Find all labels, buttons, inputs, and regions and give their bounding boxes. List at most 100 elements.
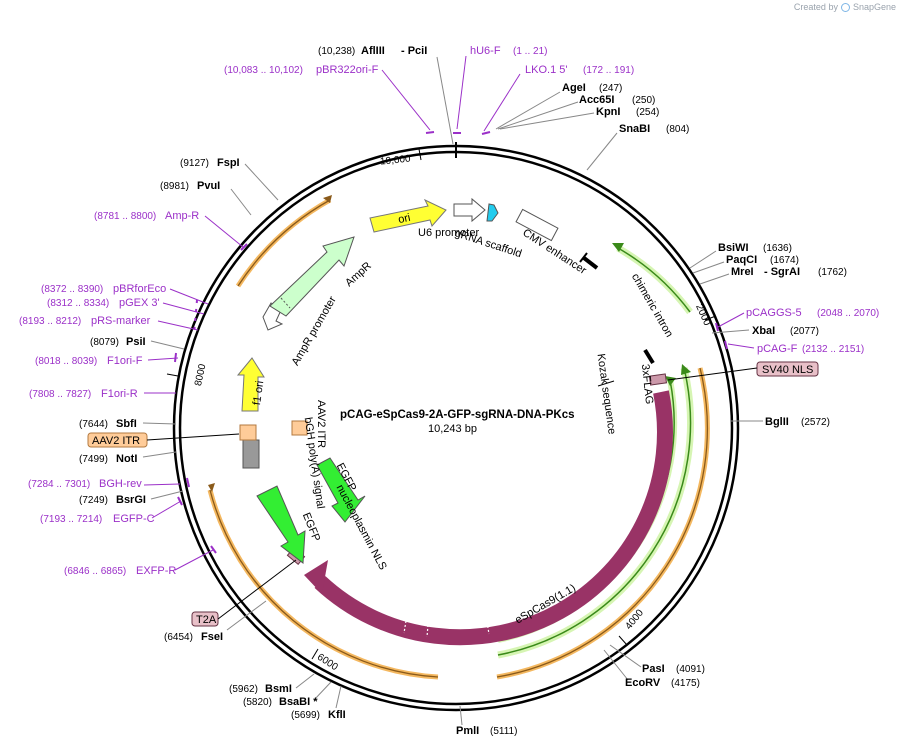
- pvui-label: PvuI: [197, 180, 220, 192]
- pcags5-position: (2048 .. 2070): [817, 308, 879, 319]
- fspi-position: (9127): [180, 158, 209, 169]
- sv40-leader: [667, 367, 758, 381]
- kfli-label: KflI: [328, 709, 346, 721]
- exfp-label: EXFP-R: [136, 565, 176, 577]
- pgex-position: (8312 .. 8334): [47, 298, 109, 309]
- pcags5-mark: [715, 322, 719, 332]
- orange-arc-left-arrow: [323, 195, 332, 203]
- egfpc-position: (7193 .. 7214): [40, 514, 102, 525]
- ampr-label: AmpR: [343, 260, 374, 289]
- afliii-position: (10,238): [318, 46, 355, 57]
- aav2-itr-outer-leader: [146, 433, 240, 441]
- prs-label: pRS-marker: [91, 315, 151, 327]
- sbfi-leader: [142, 422, 177, 425]
- xbai-leader: [711, 329, 750, 334]
- bgh-primer-mark: [186, 477, 190, 488]
- ampr-primer-position: (8781 .. 8800): [94, 211, 156, 222]
- orange-arc-bottom-arrow: [208, 483, 215, 492]
- agei-leader: [495, 91, 561, 130]
- t2a-leader: [217, 559, 297, 620]
- ampr-promoter-label: AmpR promoter: [290, 294, 339, 368]
- paqci-label: PaqCI: [726, 254, 757, 266]
- orange-arc-left-line: [237, 199, 331, 287]
- ampr-arrow: [269, 236, 355, 317]
- sv40-nls-tag: [756, 361, 819, 377]
- grna-scaffold-label: gRNA scaffold: [453, 227, 523, 260]
- aav2-itr-inner-box: [291, 420, 308, 436]
- exfp-mark: [210, 545, 217, 554]
- ecorv-position: (4175): [671, 678, 700, 689]
- afliii-label: AflIII: [361, 45, 385, 57]
- itr-orange-box: [239, 424, 257, 441]
- mrei-position: (1762): [818, 267, 847, 278]
- lko-label: LKO.1 5': [525, 64, 567, 76]
- hu6f-label: hU6-F: [470, 45, 501, 57]
- pbrfor-position: (8372 .. 8390): [41, 284, 103, 295]
- bgh-primer-label: BGH-rev: [99, 478, 142, 490]
- fsei-position: (6454): [164, 632, 193, 643]
- tick-8000: [166, 373, 179, 377]
- lko-leader: [483, 73, 521, 132]
- created-by-text: Created by: [793, 2, 838, 12]
- aav2-itr-inner-label: AAV2 ITR: [315, 400, 327, 448]
- tick-6000: [311, 648, 319, 660]
- nucleoplasmin-nls-label: nucleoplasmin NLS: [334, 483, 389, 572]
- cmv-enhancer-box: [515, 208, 559, 242]
- f1r-position: (7808 .. 7827): [29, 389, 91, 400]
- pcagf-position: (2132 .. 2151): [802, 344, 864, 355]
- pbr-label: pBR322ori-F: [316, 64, 379, 76]
- bsabi-label: BsaBI *: [279, 696, 318, 708]
- tick-label-10000: 10,000: [380, 153, 412, 167]
- snapgene-credit: Created by SnapGene: [794, 2, 896, 12]
- pvui-leader: [230, 188, 252, 216]
- t2a-label: T2A: [196, 614, 217, 626]
- egfpc-leader: [151, 500, 182, 519]
- orange-arc-right-line: [496, 367, 708, 678]
- lko-mark: [481, 131, 491, 135]
- fsei-label: FseI: [201, 631, 223, 643]
- cas9-arc: [314, 390, 673, 646]
- pbr-mark: [425, 131, 435, 134]
- f1f-position: (8018 .. 8039): [35, 356, 97, 367]
- ecorv-label: EcoRV: [625, 677, 661, 689]
- pmli-leader: [459, 705, 463, 726]
- egfpc-label: EGFP-C: [113, 513, 155, 525]
- pcags5-leader: [717, 312, 745, 328]
- snabi-label: SnaBI: [619, 123, 650, 135]
- kfli-leader: [335, 685, 342, 709]
- kpni-leader: [499, 112, 595, 130]
- kozak-leader: [597, 380, 615, 387]
- egfp-outer-arc-top-line: [617, 247, 691, 313]
- pcagf-mark: [724, 340, 728, 350]
- ampr-primer-leader: [204, 215, 244, 248]
- egfp-outer-arc-top-arrow: [612, 243, 624, 252]
- sbfi-label: SbfI: [116, 418, 137, 430]
- egfp-left-arrow: [256, 485, 306, 564]
- f1f-mark: [174, 352, 177, 363]
- f1f-leader: [147, 357, 179, 361]
- ori-label: ori: [397, 212, 411, 226]
- bglii-label: BglII: [765, 416, 789, 428]
- grna-scaffold-arrow: [486, 203, 499, 222]
- f1f-label: F1ori-F: [107, 355, 143, 367]
- snabi-position: (804): [666, 124, 689, 135]
- sv40-nls-label: SV40 NLS: [762, 364, 813, 376]
- orange-arc-bottom-line: [209, 489, 439, 678]
- chimeric-intron-bar: [582, 256, 599, 270]
- bsiwi-leader: [689, 250, 717, 269]
- bsrgi-position: (7249): [79, 495, 108, 506]
- xbai-position: (2077): [790, 326, 819, 337]
- noti-label: NotI: [116, 453, 137, 465]
- pasi-leader: [609, 644, 642, 668]
- f1r-label: F1ori-R: [101, 388, 138, 400]
- noti-position: (7499): [79, 454, 108, 465]
- bglii-position: (2572): [801, 417, 830, 428]
- bsmi-position: (5962): [229, 684, 258, 695]
- pcii-label: - PciI: [401, 45, 427, 57]
- fsei-leader: [226, 600, 267, 631]
- pmli-label: PmlI: [456, 725, 479, 737]
- pvui-position: (8981): [160, 181, 189, 192]
- f1-ori-label: f1 ori: [251, 380, 266, 406]
- kpni-label: KpnI: [596, 106, 620, 118]
- pbrfor-leader: [169, 288, 209, 305]
